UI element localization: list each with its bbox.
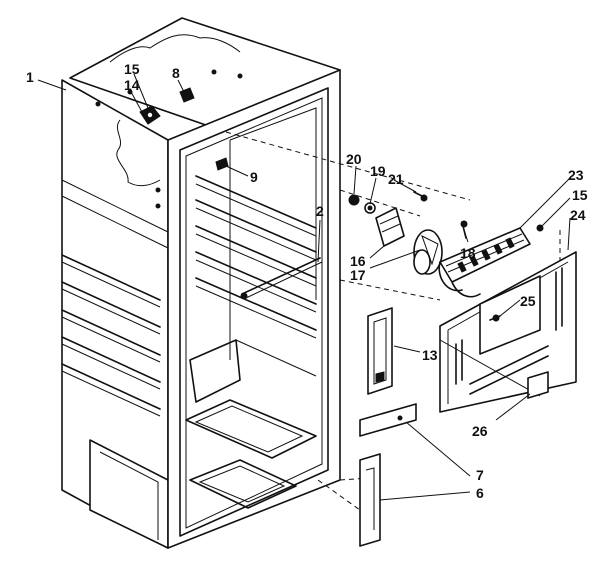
part-17-fan-motor [413,229,443,275]
part-25-panel [479,275,541,355]
callout-14: 14 [124,77,140,93]
part-20-screw [348,194,360,206]
callout-15-left: 15 [124,61,140,77]
grille-slots [457,237,515,273]
part-23-evaporator-grille [438,227,531,298]
callout-13: 13 [422,347,438,363]
callout-6: 6 [476,485,484,501]
part-9-clip [215,157,229,171]
callout-23: 23 [568,167,584,183]
cabinet-liner [185,107,317,509]
part-6-duct [359,453,381,547]
part-16-motor-bracket [375,207,405,247]
callout-2: 2 [316,203,324,219]
callout-15-right: 15 [572,187,588,203]
callout-25: 25 [520,293,536,309]
callout-26: 26 [472,423,488,439]
callout-20: 20 [346,151,362,167]
part-7-gasket [359,403,417,437]
callout-19: 19 [370,163,386,179]
callout-24: 24 [570,207,586,223]
part-13-air-duct [367,307,393,395]
callout-1: 1 [26,69,34,85]
callout-labels: 1 15 14 8 9 2 20 19 21 16 17 18 23 15 24… [26,61,588,501]
top-screws [95,69,243,209]
part-2-rod [240,257,323,300]
callout-17: 17 [350,267,366,283]
callout-7: 7 [476,467,484,483]
callout-8: 8 [172,65,180,81]
part-26-bracket [527,371,549,399]
callout-9: 9 [250,169,258,185]
part-21-screw [413,191,428,202]
part-19-fan-blade [364,202,376,214]
callout-16: 16 [350,253,366,269]
part-15-screw-right [536,224,544,232]
leader-lines [37,73,571,501]
cabinet-front-frame [167,69,341,549]
side-panel-ribs [61,179,169,417]
callout-21: 21 [388,171,404,187]
callout-18: 18 [460,245,476,261]
